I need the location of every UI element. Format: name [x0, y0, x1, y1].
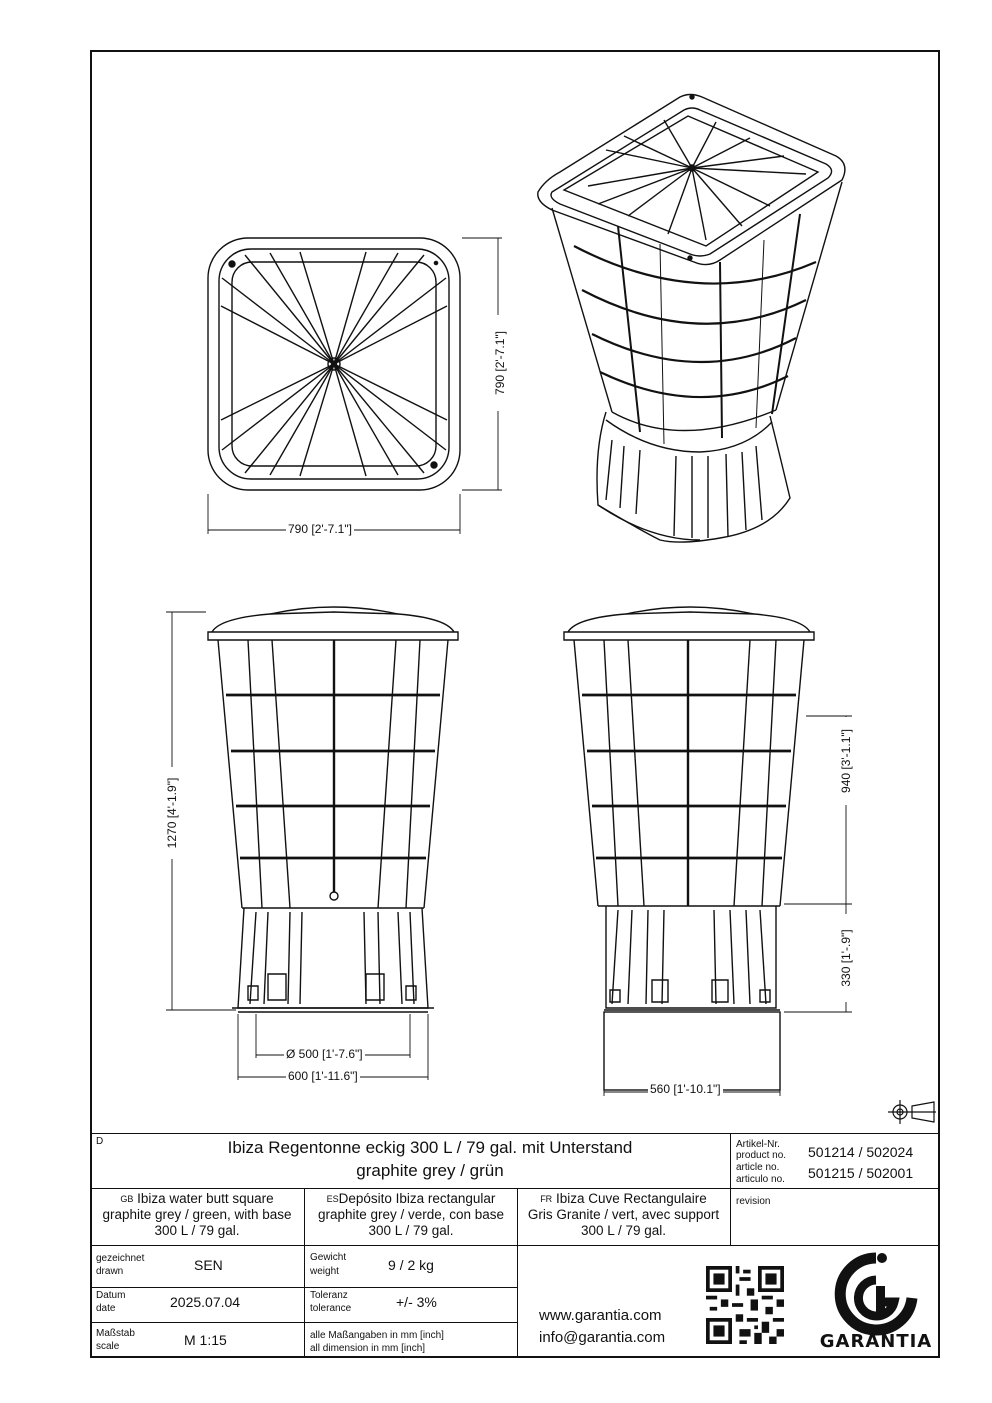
drawn-label-1: gezeichnet: [96, 1253, 145, 1264]
tolerance-label-1: Toleranz: [310, 1290, 348, 1301]
section-d: D: [96, 1136, 104, 1147]
es-code: ES: [326, 1194, 339, 1204]
date-label-2: date: [96, 1303, 116, 1314]
email[interactable]: info@garantia.com: [539, 1329, 666, 1346]
dim-base-side-width: 560 [1'-10.1"]: [648, 1082, 723, 1096]
article-label-1: Artikel-Nr.: [736, 1139, 780, 1150]
dim-tank-height: 940 [3'-1.1"]: [839, 717, 853, 805]
article-label-3: article no.: [736, 1162, 780, 1173]
website[interactable]: www.garantia.com: [539, 1307, 662, 1324]
fr-line3: 300 L / 79 gal.: [580, 1223, 667, 1238]
title-line1: Ibiza Regentonne eckig 300 L / 79 gal. m…: [227, 1138, 633, 1157]
garantia-logo: GARANTIA: [820, 1252, 932, 1352]
article-label-2: product no.: [736, 1150, 787, 1161]
front-view: [207, 606, 459, 1013]
fr-block: FR Ibiza Cuve Rectangulaire Gris Granite…: [517, 1191, 730, 1239]
weight-label-1: Gewicht: [310, 1252, 347, 1263]
gb-line1: Ibiza water butt square: [137, 1191, 274, 1206]
gb-block: GB Ibiza water butt square graphite grey…: [90, 1191, 304, 1239]
dim-top-depth: 790 [2'-7.1"]: [493, 315, 507, 411]
dim-base-width: 600 [1'-11.6"]: [286, 1069, 360, 1083]
article-label-4: articulo no.: [736, 1174, 785, 1185]
qr-code: [706, 1266, 784, 1344]
gb-code: GB: [120, 1194, 134, 1204]
es-line3: 300 L / 79 gal.: [368, 1223, 454, 1238]
scale-value: M 1:15: [184, 1332, 227, 1348]
units-line-2: all dimension in mm [inch]: [310, 1343, 426, 1354]
revision-label: revision: [736, 1196, 771, 1207]
es-line1: Depósito Ibiza rectangular: [338, 1191, 496, 1206]
tolerance-value: +/- 3%: [396, 1294, 437, 1310]
gb-line2: graphite grey / green, with base: [102, 1207, 292, 1222]
drawn-value: SEN: [194, 1257, 223, 1273]
dim-total-height: 1270 [4'-1.9"]: [165, 767, 179, 859]
es-line2: graphite grey / verde, con base: [317, 1207, 505, 1222]
scale-label-2: scale: [96, 1341, 120, 1352]
top-view-plan: [207, 237, 461, 491]
article-no-1: 501214 / 502024: [808, 1144, 914, 1160]
dim-base-diameter: Ø 500 [1'-7.6"]: [284, 1047, 365, 1061]
side-view: [563, 606, 815, 1091]
drawing-frame: [90, 50, 940, 1358]
es-block: ESDepósito Ibiza rectangular graphite gr…: [304, 1191, 518, 1239]
fr-line1: Ibiza Cuve Rectangulaire: [555, 1191, 707, 1206]
units-line-1: alle Maßangaben in mm [inch]: [310, 1330, 444, 1341]
scale-label-1: Maßstab: [96, 1328, 135, 1339]
date-value: 2025.07.04: [170, 1294, 241, 1310]
gb-line3: 300 L / 79 gal.: [154, 1223, 240, 1238]
weight-label-2: weight: [310, 1266, 339, 1277]
fr-line2: Gris Granite / vert, avec support: [527, 1207, 720, 1222]
fr-code: FR: [540, 1194, 553, 1204]
brand-name: GARANTIA: [820, 1331, 932, 1352]
date-label-1: Datum: [96, 1290, 126, 1301]
isometric-view: [537, 93, 846, 543]
dim-top-width: 790 [2'-7.1"]: [286, 522, 354, 536]
tolerance-label-2: tolerance: [310, 1303, 352, 1314]
title-line2: graphite grey / grün: [356, 1161, 504, 1180]
weight-value: 9 / 2 kg: [388, 1257, 434, 1273]
projection-symbol: [888, 1100, 936, 1124]
dim-base-height: 330 [1'-.9"]: [839, 914, 853, 1002]
drawn-label-2: drawn: [96, 1266, 124, 1277]
article-no-2: 501215 / 502001: [808, 1165, 914, 1181]
